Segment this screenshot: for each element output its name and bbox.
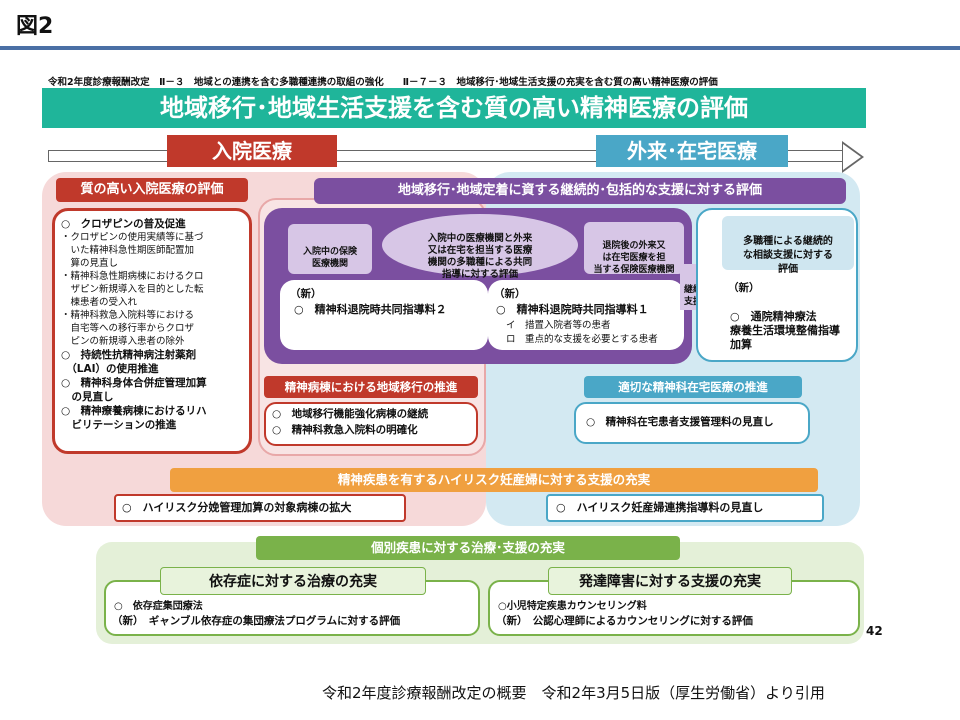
dependence-line-2: （新） ギャンブル依存症の集団療法プログラムに対する評価 [112, 615, 401, 627]
home-item-1: ○ 精神科在宅患者支援管理料の見直し [586, 416, 774, 428]
purple-section-title: 地域移行･地域定着に資する継続的･包括的な支援に対する評価 [314, 178, 846, 204]
ward-item-2: ○ 精神科救急入院料の明確化 [272, 424, 418, 436]
left-section-line: ○ 精神療養病棟におけるリハ [61, 405, 207, 417]
left-section-line: 棟患者の受入れ [61, 297, 138, 308]
left-section-line: ○ 精神科身体合併症管理加算 [61, 377, 207, 389]
left-section-line: （LAI）の使用推進 [61, 363, 159, 375]
left-section-box: ○ クロザピンの普及促進・クロザピンの使用実績等に基づ いた精神科急性期医師配置… [52, 208, 252, 454]
pregnancy-right-item: ○ ハイリスク妊産婦連携指導料の見直し [556, 501, 764, 514]
home-section-title: 適切な精神科在宅医療の推進 [584, 376, 802, 398]
tag-inpatient: 入院医療 [167, 135, 337, 167]
left-section-line: 自宅等への移行率からクロザ [61, 323, 195, 334]
development-line-1: ○小児特定疾患カウンセリング料 [498, 601, 647, 612]
right-support-title-box: 多職種による継続的 な相談支援に対する 評価 [722, 216, 854, 275]
box-discharge-institution: 退院後の外来又 は在宅医療を担 当する保険医療機関 [584, 222, 684, 275]
left-section-lines: ○ クロザピンの普及促進・クロザピンの使用実績等に基づ いた精神科急性期医師配置… [61, 217, 243, 432]
new-label-1: （新） [290, 288, 322, 300]
left-section-line: ○ 持続性抗精神病注射薬剤 [61, 349, 197, 361]
left-section-line: ・精神科救急入院料等における [61, 310, 195, 321]
left-section-line: ザピン新規導入を目的とした転 [61, 284, 204, 295]
pregnancy-left-item: ○ ハイリスク分娩管理加算の対象病棟の拡大 [122, 501, 352, 514]
joint-guidance-1-label: ○ 精神科退院時共同指導料１ [496, 303, 649, 316]
left-section-line: ○ クロザピンの普及促進 [61, 218, 186, 230]
development-line-2: （新） 公認心理師によるカウンセリングに対する評価 [496, 615, 753, 627]
left-section-line: いた精神科急性期医師配置加 [61, 245, 195, 256]
box-discharge-institution-label: 退院後の外来又 は在宅医療を担 当する保険医療機関 [593, 241, 675, 275]
tag-outpatient: 外来･在宅医療 [596, 135, 788, 167]
right-new-label: （新） [728, 282, 760, 294]
left-section-line: ・精神科急性期病棟におけるクロ [61, 271, 204, 282]
joint-guidance-2: ○ 精神科退院時共同指導料２ [294, 303, 447, 316]
left-section-title: 質の高い入院医療の評価 [56, 178, 248, 202]
box-inpatient-institution-label: 入院中の保険 医療機関 [302, 247, 357, 269]
individual-section-title: 個別疾患に対する治療･支援の充実 [256, 536, 680, 560]
box-inpatient-institution: 入院中の保険 医療機関 [288, 224, 372, 274]
joint-guidance-1-a: イ 措置入院者等の患者 [506, 320, 611, 331]
center-oval-label: 入院中の医療機関と外来 又は在宅を担当する医療 機関の多職種による共同 指導に対… [427, 233, 533, 280]
center-oval: 入院中の医療機関と外来 又は在宅を担当する医療 機関の多職種による共同 指導に対… [382, 214, 578, 280]
dependence-title: 依存症に対する治療の充実 [160, 567, 426, 595]
pregnancy-right-box [546, 494, 824, 522]
footer-citation: 令和2年度診療報酬改定の概要 令和2年3月5日版（厚生労働省）より引用 [322, 684, 825, 702]
header-divider [0, 46, 960, 50]
main-banner: 地域移行･地域生活支援を含む質の高い精神医療の評価 [42, 88, 866, 128]
home-section-box [574, 402, 810, 444]
page-number: 42 [866, 624, 883, 638]
left-section-line: ・クロザピンの使用実績等に基づ [61, 232, 204, 243]
left-section-line: ビリテーションの推進 [61, 419, 177, 431]
ward-section-title: 精神病棟における地域移行の推進 [264, 376, 478, 398]
purple-inner-left [280, 280, 488, 350]
continue-arrow-label: 継続 支援 [684, 272, 702, 308]
ward-section-box [264, 402, 478, 446]
timeline-arrow-head-inner [843, 144, 861, 170]
right-item: ○ 通院精神療法 療養生活環境整備指導 加算 [730, 296, 840, 352]
dependence-line-1: ○ 依存症集団療法 [114, 601, 203, 612]
continue-arrow-text: 継続 支援 [684, 285, 703, 307]
pregnancy-section-title: 精神疾患を有するハイリスク妊産婦に対する支援の充実 [170, 468, 818, 492]
ward-item-1: ○ 地域移行機能強化病棟の継続 [272, 408, 429, 420]
new-label-2: （新） [494, 288, 526, 300]
pregnancy-left-box [114, 494, 406, 522]
right-support-title: 多職種による継続的 な相談支援に対する 評価 [743, 236, 833, 275]
left-section-line: 算の見直し [61, 258, 119, 269]
development-title: 発達障害に対する支援の充実 [548, 567, 792, 595]
purple-inner-right [488, 280, 684, 350]
figure-label: 図2 [16, 14, 54, 39]
left-section-line: ピンの新規導入患者の除外 [61, 336, 185, 347]
left-section-line: の見直し [61, 391, 114, 403]
top-note: 令和2年度診療報酬改定 Ⅱ－３ 地域との連携を含む多職種連携の取組の強化 Ⅱ－７… [48, 77, 718, 88]
right-item-text: ○ 通院精神療法 療養生活環境整備指導 加算 [730, 310, 840, 351]
joint-guidance-1-b: ロ 重点的な支援を必要とする患者 [506, 334, 658, 345]
